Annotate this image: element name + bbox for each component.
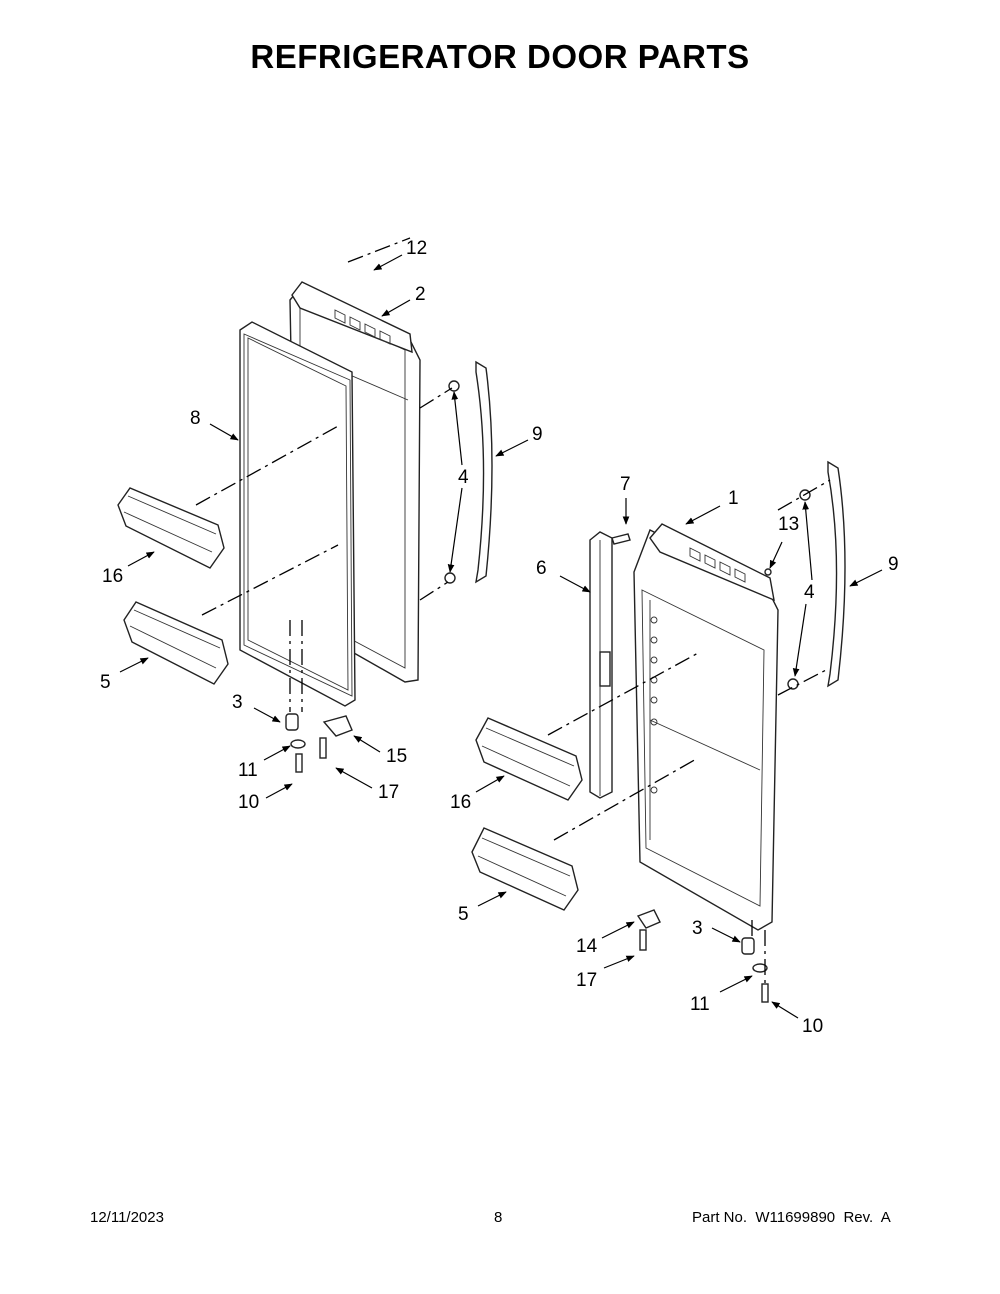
callout-5-left: 5 — [100, 672, 111, 693]
callout-11-right: 11 — [690, 994, 710, 1015]
left-bin-lower — [123, 601, 229, 685]
right-door-mullion — [589, 531, 613, 799]
right-assembly-lines — [547, 479, 831, 984]
callout-12: 12 — [406, 238, 427, 259]
callout-17-left: 17 — [378, 782, 399, 803]
callout-3-right: 3 — [692, 918, 703, 939]
callout-3-left: 3 — [232, 692, 243, 713]
callout-17-right: 17 — [576, 970, 597, 991]
right-bin-upper — [475, 717, 583, 801]
callout-9-right: 9 — [888, 554, 899, 575]
callout-4-left: 4 — [458, 467, 469, 488]
callout-15: 15 — [386, 746, 407, 767]
right-hinge-parts — [636, 909, 769, 1003]
footer-date: 12/11/2023 — [90, 1209, 164, 1226]
footer-page-number: 8 — [494, 1209, 503, 1226]
left-hinge-parts — [285, 713, 353, 773]
right-bin-lower — [471, 827, 579, 911]
right-door-screw — [611, 533, 772, 576]
page-title: REFRIGERATOR DOOR PARTS — [250, 38, 750, 75]
callout-numbers: 12 2 8 9 4 16 5 3 11 10 15 17 7 1 13 6 9… — [100, 238, 899, 1037]
left-handle-screws — [444, 380, 460, 584]
right-door-liner — [633, 523, 779, 931]
callout-11-left: 11 — [238, 760, 258, 781]
right-handle — [827, 460, 846, 688]
callout-14: 14 — [576, 936, 598, 957]
callout-9-left: 9 — [532, 424, 543, 445]
callout-4-right: 4 — [804, 582, 815, 603]
callout-1: 1 — [728, 488, 739, 509]
footer-part-number: Part No. W11699890 Rev. A — [692, 1209, 891, 1226]
callout-10-right: 10 — [802, 1016, 823, 1037]
callout-6: 6 — [536, 558, 547, 579]
callout-16-left: 16 — [102, 566, 123, 587]
left-assembly-lines — [195, 237, 453, 712]
left-door-top-cap — [291, 281, 413, 354]
callout-2: 2 — [415, 284, 426, 305]
callout-10-left: 10 — [238, 792, 259, 813]
callout-13: 13 — [778, 514, 799, 535]
leader-arrows — [119, 254, 883, 1019]
callout-8: 8 — [190, 408, 201, 429]
left-handle — [475, 360, 493, 584]
left-door-gasket — [239, 321, 356, 707]
right-door-top-cap — [649, 523, 775, 602]
callout-16-right: 16 — [450, 792, 471, 813]
left-bin-upper — [117, 487, 225, 569]
callout-7: 7 — [620, 474, 631, 495]
right-liner-pegs — [650, 616, 658, 794]
callout-5-right: 5 — [458, 904, 469, 925]
